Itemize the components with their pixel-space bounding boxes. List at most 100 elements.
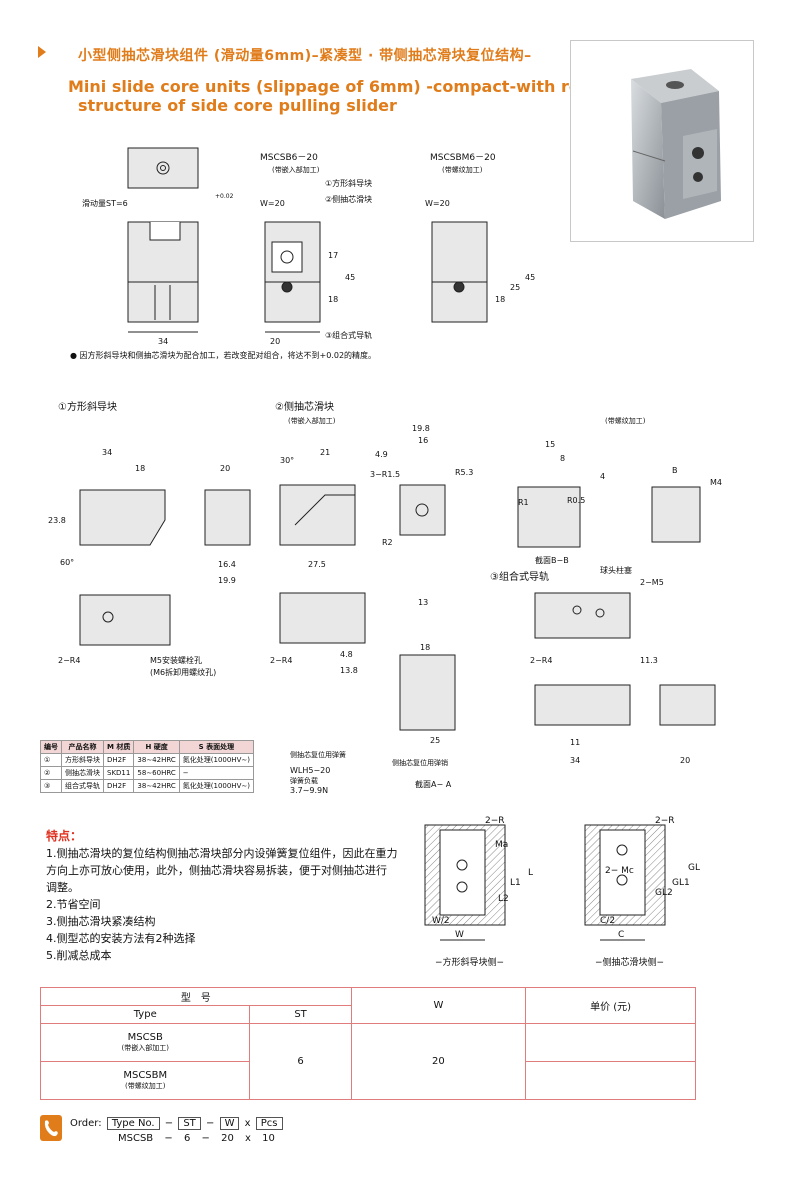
order-field-type: Type No. xyxy=(106,1117,160,1130)
dim-23-8: 23.8 xyxy=(48,516,66,525)
part1-title: ①方形斜导块 xyxy=(58,400,117,413)
dim-r1: R1 xyxy=(518,498,529,507)
row2-type-name: MSCSBM xyxy=(123,1070,168,1081)
th-surface: S 表面处理 xyxy=(178,740,254,754)
row2-type: MSCSBM (带螺纹加工) xyxy=(39,1061,251,1100)
sep: − xyxy=(205,1118,215,1129)
top-assembly-drawings: MSCSB6－20 (带嵌入部加工) MSCSBM6－20 (带螺纹加工) 滑动… xyxy=(82,147,535,346)
table-row: MSCSB (带嵌入部加工) 6 20 xyxy=(39,1023,696,1100)
dim-11-3: 11.3 xyxy=(640,656,658,665)
left-caption: −方形斜导块侧− xyxy=(435,956,504,968)
label-mscsbm: MSCSBM6－20 xyxy=(430,153,496,163)
col-model: 型 号 xyxy=(40,987,352,1006)
dim-18: 18 xyxy=(328,295,338,304)
dim-2r4-c: 2−R4 xyxy=(270,656,292,665)
ex-st: 6 xyxy=(183,1133,191,1144)
ma-label: Ma xyxy=(495,840,508,850)
ex-pcs: 10 xyxy=(262,1133,275,1144)
spring-label: 侧抽芯复位用弹簧 xyxy=(290,750,346,759)
part2-title: ②侧抽芯滑块 xyxy=(275,400,334,413)
gl-label: GL xyxy=(688,863,700,873)
dim-30: 30° xyxy=(280,456,294,465)
dim-27-5: 27.5 xyxy=(308,560,326,569)
cell: 38∼42HRC xyxy=(133,753,180,767)
dim-3r1-5: 3−R1.5 xyxy=(370,470,400,479)
order-format: Order: Type No. − ST − W x Pcs xyxy=(70,1117,285,1130)
order-field-w: W xyxy=(219,1117,240,1130)
cell: − xyxy=(178,766,254,780)
col-price: 单价 (元) xyxy=(525,987,696,1024)
times: x xyxy=(244,1118,251,1129)
spring-model: WLH5−20 xyxy=(290,766,330,775)
dim-15: 15 xyxy=(545,440,555,449)
times: x xyxy=(245,1133,251,1144)
table-row: MSCSBM (带螺纹加工) xyxy=(39,1061,696,1100)
sep: − xyxy=(201,1133,210,1144)
th-no: 编号 xyxy=(40,740,62,754)
dim-2r4: 2−R4 xyxy=(58,656,80,665)
title-english-line1: Mini slide core units (slippage of 6mm) … xyxy=(68,77,608,96)
table-row: ① 方形斜导块 DH2F 38∼42HRC 氮化处理(1000HV∼) xyxy=(40,753,254,767)
cell: 氮化处理(1000HV∼) xyxy=(178,753,254,767)
mc-label: 2− Mc xyxy=(605,866,634,876)
mounting-drawings: 2−R Ma L L1 L2 W/2 W −方形斜导块侧− 2−R 2− Mc … xyxy=(424,816,700,968)
feature-line: 2.节省空间 xyxy=(46,898,101,911)
label-mscsb: MSCSB6－20 xyxy=(260,153,318,163)
cell: 氮化处理(1000HV∼) xyxy=(178,779,254,793)
cell: DH2F xyxy=(102,779,135,793)
sep: − xyxy=(164,1118,174,1129)
dim-13-8: 13.8 xyxy=(340,666,358,675)
row1-price xyxy=(525,1023,696,1062)
cell: ③ xyxy=(40,779,62,793)
cell: 组合式导轨 xyxy=(61,779,104,793)
callout-part2: ②侧抽芯滑块 xyxy=(325,194,372,204)
label-st: 滑动量ST=6 xyxy=(82,198,128,208)
cell: ① xyxy=(40,753,62,767)
gl2-label: GL2 xyxy=(655,888,673,898)
material-table: 编号 产品名称 M 材质 H 硬度 S 表面处理 ① 方形斜导块 DH2F 38… xyxy=(40,740,254,793)
label-w-b: W=20 xyxy=(425,199,450,208)
title-bullet-icon xyxy=(38,46,46,58)
r2-left: 2−R xyxy=(485,816,505,826)
feature-line: 调整。 xyxy=(46,881,79,894)
label-b: B xyxy=(672,466,678,475)
table-row: ② 侧抽芯滑块 SKD11 58∼60HRC − xyxy=(40,766,254,780)
dim-r5-3: R5.3 xyxy=(455,468,473,477)
material-header-row: 编号 产品名称 M 材质 H 硬度 S 表面处理 xyxy=(40,740,254,754)
l-label: L xyxy=(528,868,533,878)
order-example: MSCSB − 6 − 20 x 10 xyxy=(118,1133,275,1144)
row2-type-sub: (带螺纹加工) xyxy=(125,1082,166,1090)
part3-title: ③组合式导轨 xyxy=(490,570,549,583)
feature-line: 5.削减总成本 xyxy=(46,949,112,962)
th-hardness: H 硬度 xyxy=(133,740,180,754)
c-label: C xyxy=(618,930,624,940)
tol-top: +0.02 xyxy=(215,193,234,200)
dim-21: 21 xyxy=(320,448,330,457)
dim-20: 20 xyxy=(220,464,230,473)
order-field-pcs: Pcs xyxy=(255,1117,283,1130)
spring-load: 弹簧负载 xyxy=(290,776,318,785)
r2-right: 2−R xyxy=(655,816,675,826)
callout-part3: ③组合式导轨 xyxy=(325,330,372,340)
col-st: ST xyxy=(249,1005,352,1024)
part2-sub: (带嵌入部加工) xyxy=(288,416,336,425)
label-mscsbm-sub: (带螺纹加工) xyxy=(442,165,483,174)
dim-13: 13 xyxy=(418,598,428,607)
dim-34b: 34 xyxy=(570,756,580,765)
c2-label: C/2 xyxy=(600,916,615,926)
cell: DH2F xyxy=(102,753,135,767)
cell: 方形斜导块 xyxy=(61,753,104,767)
cell: 侧抽芯滑块 xyxy=(61,766,104,780)
l2-label: L2 xyxy=(498,894,509,904)
callout-part1: ①方形斜导块 xyxy=(325,178,372,188)
col-type: Type xyxy=(39,1005,251,1024)
sep: − xyxy=(164,1133,173,1144)
w-label: W xyxy=(455,930,464,940)
dim-25: 25 xyxy=(510,283,520,292)
feature-line: 方向上亦可放心使用，此外，侧抽芯滑块容易拆装，便于对侧抽芯进行 xyxy=(46,864,387,877)
spring-range: 3.7∼9.9N xyxy=(290,786,328,795)
features-heading: 特点： xyxy=(46,829,83,843)
dim-45: 45 xyxy=(345,273,355,282)
fit-note: ● 因方形斜导块和侧抽芯滑块为配合加工，若改变配对组合，将达不到+0.02的精度… xyxy=(70,351,377,360)
pin-label: 侧抽芯复位用弹销 xyxy=(392,758,448,767)
